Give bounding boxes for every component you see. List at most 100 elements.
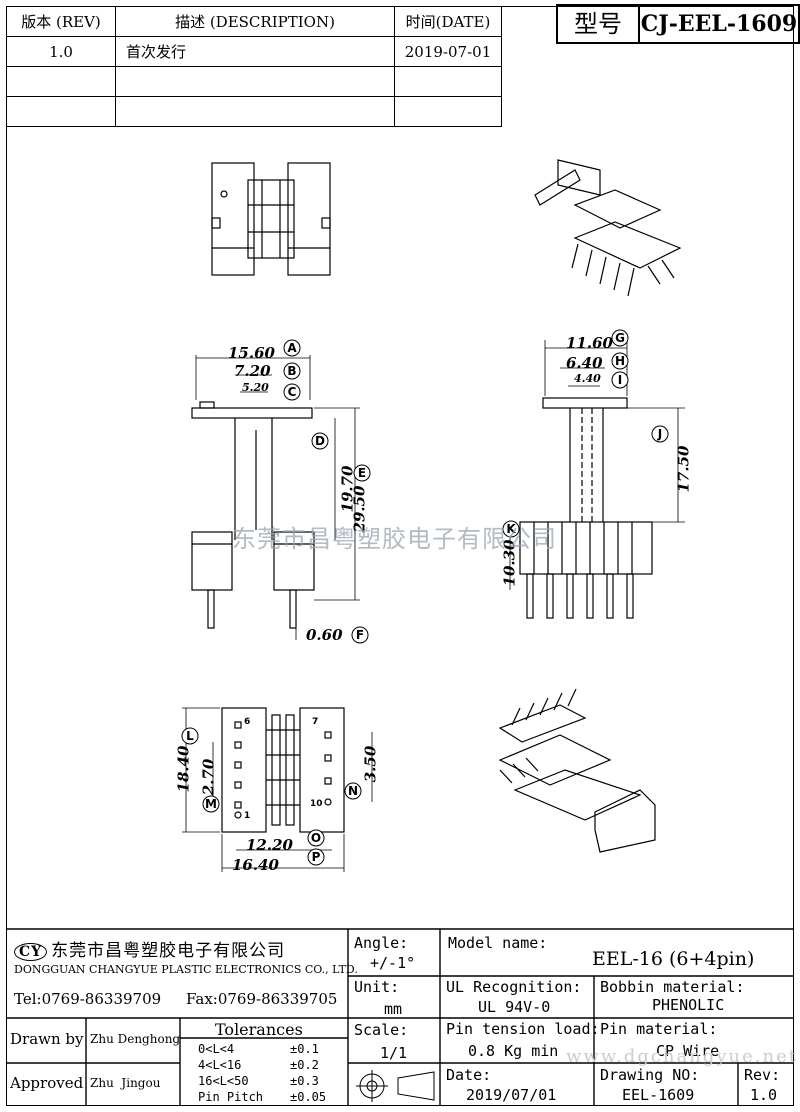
angle-value: +/-1°: [370, 954, 416, 972]
date-header: 时间(DATE): [394, 6, 502, 37]
bobbin-value: PHENOLIC: [652, 996, 725, 1014]
dim-i: 4.40: [574, 372, 601, 385]
tolerance-range-2: 4<L<16: [198, 1058, 242, 1072]
unit-value: mm: [384, 1000, 403, 1018]
callout-layer: A B C D E F G H I J K L M N O P 6 1 7 10: [181, 329, 669, 866]
pin-label-7: 7: [312, 717, 318, 727]
company-logo-icon: CY: [14, 943, 48, 961]
dim-f: 0.60: [306, 626, 343, 644]
svg-text:P: P: [312, 850, 321, 864]
model-number: CJ-EEL-1609: [640, 11, 798, 37]
svg-text:I: I: [618, 373, 622, 387]
callout-e: E: [353, 464, 371, 482]
model-header: 型号 CJ-EEL-1609: [556, 4, 800, 44]
callout-d: D: [311, 432, 329, 450]
tolerance-range-1: 0<L<4: [198, 1042, 235, 1056]
desc-header: 描述 (DESCRIPTION): [115, 6, 395, 37]
tolerance-range-4: Pin Pitch: [198, 1090, 264, 1104]
svg-text:A: A: [287, 341, 297, 355]
pin-material-value: CP Wire: [656, 1042, 720, 1060]
pin-tension-label: Pin tension load:: [446, 1020, 600, 1038]
svg-text:F: F: [356, 628, 364, 642]
dim-a: 15.60: [228, 344, 275, 362]
pin-material-label: Pin material:: [600, 1020, 718, 1038]
scale-value: 1/1: [380, 1044, 408, 1062]
callout-j: J: [651, 425, 669, 443]
pin-label-1: 1: [244, 811, 250, 821]
callout-l: L: [181, 727, 199, 745]
dim-h: 6.40: [566, 354, 603, 372]
watermark: 东莞市昌粤塑胶电子有限公司: [232, 525, 557, 553]
date-value: 2019/07/01: [466, 1086, 557, 1104]
iso-view-top: [534, 159, 682, 297]
pin-label-10: 10: [310, 799, 323, 809]
revision-table: 版本 (REV) 描述 (DESCRIPTION) 时间(DATE) 1.0 首…: [6, 6, 502, 127]
rev-value: 1.0: [750, 1086, 778, 1104]
title-block-lines: [6, 928, 794, 1106]
callout-g: G: [611, 329, 629, 347]
revision-row-empty: [6, 96, 502, 127]
drawing-no-value: EEL-1609: [622, 1086, 695, 1104]
callout-f: F: [351, 626, 369, 644]
callout-o: O: [307, 829, 325, 847]
angle-label: Angle:: [354, 934, 409, 952]
svg-text:J: J: [657, 427, 662, 441]
callout-b: B: [283, 362, 301, 380]
bobbin-label: Bobbin material:: [600, 978, 745, 996]
tolerance-range-3: 16<L<50: [198, 1074, 249, 1088]
svg-text:C: C: [288, 385, 297, 399]
iso-view-bottom: [498, 688, 656, 853]
date-label: Date:: [446, 1066, 492, 1084]
company-name-en: DONGGUAN CHANGYUE PLASTIC ELECTRONICS CO…: [14, 963, 358, 976]
svg-text:K: K: [506, 522, 516, 536]
callout-n: N: [344, 782, 362, 800]
tolerance-value-1: ±0.1: [290, 1042, 319, 1056]
tolerance-value-2: ±0.2: [290, 1058, 319, 1072]
dim-p: 16.40: [232, 856, 279, 874]
tolerance-value-3: ±0.3: [290, 1074, 319, 1088]
svg-text:D: D: [315, 434, 325, 448]
company-fax: Fax:0769-86339705: [186, 990, 338, 1008]
website-watermark: www.dgchangyue.net: [566, 1046, 798, 1067]
svg-text:B: B: [287, 364, 296, 378]
rev-label: Rev:: [744, 1066, 781, 1084]
svg-text:N: N: [348, 784, 358, 798]
model-name-label: Model name:: [448, 934, 548, 952]
svg-text:L: L: [186, 729, 194, 743]
front-view: [191, 355, 360, 640]
svg-text:E: E: [358, 466, 366, 480]
svg-text:O: O: [311, 831, 321, 845]
company-tel: Tel:0769-86339709: [14, 990, 162, 1008]
approved-value: Zhu Jingou: [90, 1076, 161, 1090]
side-view: [509, 340, 685, 619]
drawn-by-label: Drawn by: [10, 1030, 84, 1048]
svg-text:G: G: [615, 331, 625, 345]
dim-g: 11.60: [566, 334, 613, 352]
scale-label: Scale:: [354, 1021, 409, 1039]
callout-p: P: [307, 848, 325, 866]
drawing-no-label: Drawing NO:: [600, 1066, 700, 1084]
callout-i: I: [611, 371, 629, 389]
dim-c: 5.20: [242, 381, 269, 394]
unit-label: Unit:: [354, 978, 400, 996]
model-name-value: EEL-16 (6+4pin): [592, 948, 755, 970]
approved-label: Approved: [10, 1074, 84, 1092]
ul-label: UL Recognition:: [446, 978, 582, 996]
callout-h: H: [611, 352, 629, 370]
tolerance-value-4: ±0.05: [290, 1090, 327, 1104]
tolerances-label: Tolerances: [215, 1020, 303, 1039]
callout-a: A: [283, 339, 301, 357]
svg-text:H: H: [615, 354, 625, 368]
revision-header-row: 版本 (REV) 描述 (DESCRIPTION) 时间(DATE): [6, 6, 502, 37]
drawn-by-value: Zhu Denghong: [90, 1032, 181, 1046]
ul-value: UL 94V-0: [478, 998, 551, 1016]
dim-o: 12.20: [246, 836, 293, 854]
dim-b: 7.20: [234, 362, 271, 380]
top-view: [211, 162, 331, 276]
callout-c: C: [283, 383, 301, 401]
callout-m: M: [202, 795, 220, 813]
svg-text:M: M: [205, 797, 217, 811]
callout-k: K: [502, 520, 520, 538]
projection-symbol-icon: [356, 1070, 435, 1102]
